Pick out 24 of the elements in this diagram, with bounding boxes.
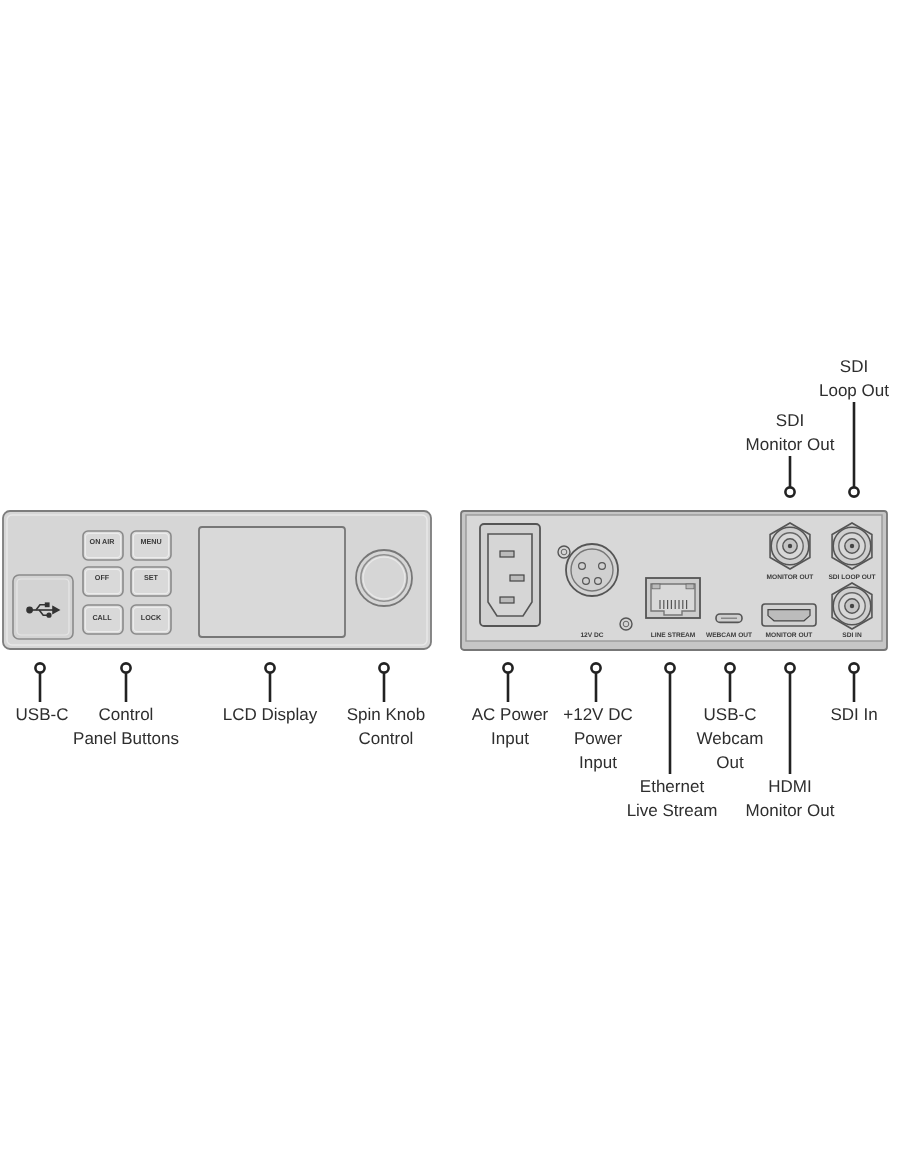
- leader-line: [848, 662, 860, 702]
- callout-label: USB-C: [14, 702, 70, 726]
- leader-line: [378, 662, 390, 702]
- callout-label: LCD Display: [218, 702, 322, 726]
- leader-line: [264, 662, 276, 702]
- callout-label: HDMI Monitor Out: [742, 774, 838, 822]
- callout-label: SDI Loop Out: [814, 354, 894, 402]
- callout-label: AC Power Input: [466, 702, 554, 750]
- leader-line: [664, 662, 676, 774]
- callout-label: USB-C Webcam Out: [694, 702, 766, 774]
- callout-label: Spin Knob Control: [342, 702, 430, 750]
- leader-line: [784, 456, 796, 498]
- leader-line: [34, 662, 46, 702]
- leader-line: [848, 402, 860, 498]
- leader-line: [502, 662, 514, 702]
- callout-label: SDI Monitor Out: [744, 408, 836, 456]
- callout-label: Ethernet Live Stream: [624, 774, 720, 822]
- leader-line: [784, 662, 796, 774]
- callout-label: Control Panel Buttons: [72, 702, 180, 750]
- callout-label: SDI In: [826, 702, 882, 726]
- leader-line: [590, 662, 602, 702]
- leader-line: [120, 662, 132, 702]
- callout-label: +12V DC Power Input: [560, 702, 636, 774]
- leader-line: [724, 662, 736, 702]
